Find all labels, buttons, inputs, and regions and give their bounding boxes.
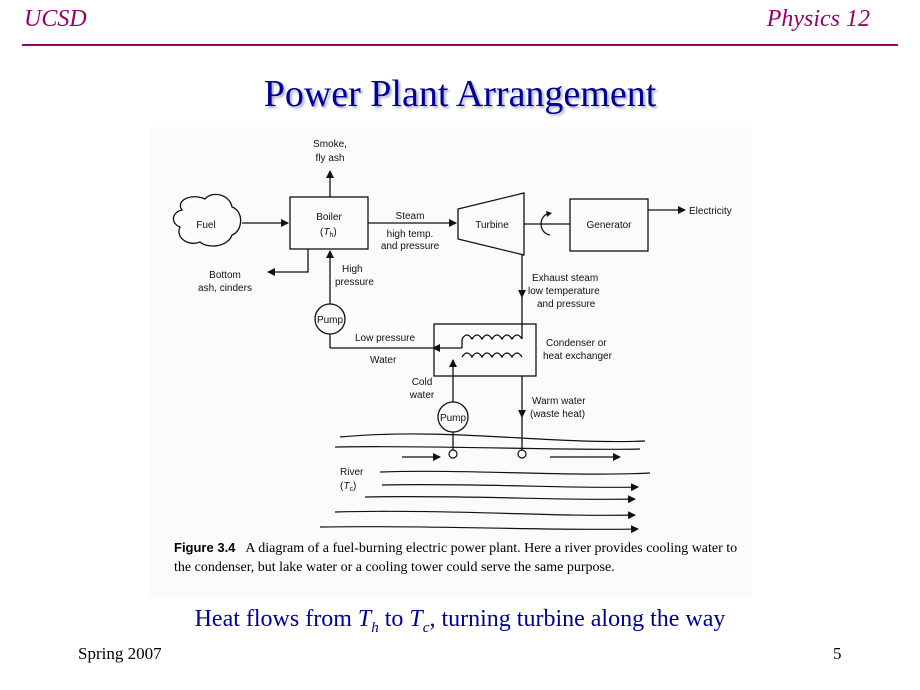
river-flow-3 (379, 470, 651, 475)
river-surface-2 (334, 445, 641, 451)
boiler-label: Boiler (316, 212, 342, 223)
pump-top-label: Pump (317, 315, 344, 326)
return-arrowhead (432, 344, 440, 352)
turbine-label: Turbine (475, 220, 509, 231)
intake-opening (448, 449, 458, 459)
heat-flow-note: Heat flows from Th to Tc, turning turbin… (194, 606, 726, 636)
header-divider (22, 44, 898, 46)
boiler-th-label: (Th) (320, 227, 337, 239)
generator-label: Generator (586, 220, 632, 231)
cold-label: Cold (412, 377, 433, 388)
turbine-shape (457, 192, 525, 256)
river-surface-1 (339, 433, 646, 443)
warm-label-1: Warm water (532, 396, 586, 407)
exhaust-label-1: Exhaust steam (532, 273, 598, 284)
pump-bottom-label: Pump (440, 413, 467, 424)
footer-date: Spring 2007 (78, 644, 162, 663)
pressure-label: pressure (335, 277, 374, 288)
river-flow-7 (319, 525, 639, 534)
rotation-arrowhead (546, 211, 552, 217)
ash-label: ash, cinders (198, 283, 252, 294)
condenser-label-2: heat exchanger (543, 351, 613, 362)
flyash-label: fly ash (316, 153, 345, 164)
caption-label: Figure 3.4 (174, 540, 236, 555)
power-plant-figure: Smoke, fly ash Fuel Boiler (Th) Steam hi… (150, 127, 752, 598)
outlet-opening (517, 449, 527, 459)
low-pressure-label: Low pressure (355, 333, 415, 344)
river-flow-4 (381, 483, 639, 492)
and-pressure-label: and pressure (381, 241, 440, 252)
condenser-label-1: Condenser or (546, 338, 607, 349)
bottom-label: Bottom (209, 270, 241, 281)
condenser-coil (461, 297, 523, 359)
high-label: High (342, 264, 363, 275)
exhaust-label-3: and pressure (537, 299, 596, 310)
high-temp-label: high temp. (387, 229, 434, 240)
header-course: Physics 12 (766, 6, 870, 32)
header-institution: UCSD (24, 6, 87, 32)
water-label: Water (370, 355, 397, 366)
condenser-box (433, 323, 537, 377)
ash-arrow (267, 249, 309, 276)
exhaust-label-2: low temperature (528, 286, 600, 297)
caption-text: A diagram of a fuel-burning electric pow… (174, 541, 738, 575)
slide-title: Power Plant Arrangement (263, 73, 657, 115)
boiler-box (289, 196, 369, 250)
river-flow-5 (364, 495, 636, 504)
river-tc-label: (Tc) (340, 481, 356, 493)
slide-number: 5 (833, 644, 842, 663)
fuel-label: Fuel (196, 220, 215, 231)
cold-water-label: water (409, 390, 435, 401)
river-flow-6 (334, 510, 636, 520)
river-label: River (340, 467, 364, 478)
warm-label-2: (waste heat) (530, 409, 585, 420)
generator-box (569, 198, 649, 252)
fuel-blob (172, 193, 242, 247)
electricity-label: Electricity (689, 206, 732, 217)
smoke-label: Smoke, (313, 139, 347, 150)
power-plant-diagram: Smoke, fly ash Fuel Boiler (Th) Steam hi… (172, 139, 732, 534)
steam-label: Steam (396, 211, 425, 222)
